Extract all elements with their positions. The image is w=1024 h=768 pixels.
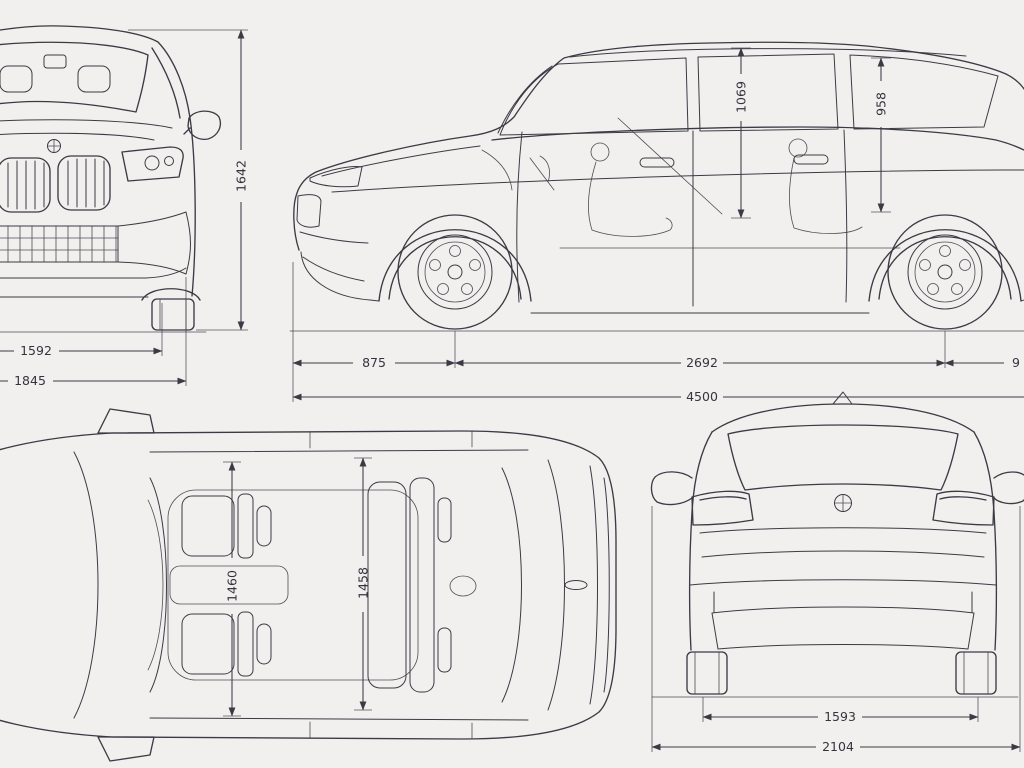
front-hood-lines [0,119,173,141]
side-view: 875 2692 9 4500 1069 958 [289,41,1024,404]
front-headrest-left [0,65,33,93]
front-extension-lines [128,29,248,386]
dim-overhang-rear-clipped: 9 [1012,355,1020,370]
rear-mirrors [650,471,1024,506]
rear-bench-plan [367,477,452,693]
headlight-right-lens-inner [164,156,174,166]
side-extension-lines [292,262,946,402]
antenna-fin-top [564,580,588,590]
dim-length: 4500 [686,389,718,404]
dim-headroom-front: 1069 [734,81,749,113]
side-beltline [491,126,1024,151]
door-handle-rear [793,154,829,165]
top-mirror-upper [97,408,155,434]
rear-wheel-left [686,651,728,695]
dim-interior-width-rear: 1458 [356,567,371,599]
dim-interior-width-front: 1460 [225,570,240,602]
door-handle-front [639,157,675,168]
top-mirror-lower [97,736,155,762]
rear-view: 1593 2104 [650,391,1024,754]
headlight-right-lens-outer [144,155,160,171]
front-bumper-sides [0,211,191,279]
front-seat-headrest [590,142,610,162]
side-character-line [331,169,1024,193]
side-door-seams [516,129,848,307]
headlight-right [121,146,184,182]
top-windshield-top [149,477,167,693]
front-windshield [0,41,149,113]
center-console [169,565,289,605]
front-view: 1642 1592 1845 [0,25,249,388]
interior-width-rear-ticks [354,457,372,711]
side-body-outline [293,41,1024,251]
side-wheelarches [378,229,1022,302]
top-rear-glass [501,459,565,711]
top-roof-rails [149,449,529,721]
top-body-outline [0,430,617,740]
rear-glass [727,424,959,491]
rear-seat-headrest [788,138,808,158]
rear-wheel-right [955,651,997,695]
dim-rear-width-mirrors: 2104 [822,739,854,754]
side-interior-details [481,117,901,249]
front-wheel-right-tread [159,298,187,331]
front-bumper-mesh-frame [0,225,119,263]
rear-taillights [691,490,995,526]
front-seats-plan [181,493,272,677]
side-rocker [300,251,1024,314]
rear-extension-lines [651,506,1021,752]
front-body-outline [0,25,196,297]
dim-wheelbase: 2692 [686,355,718,370]
dim-front-width: 1845 [14,373,46,388]
top-cowl-line [73,451,99,719]
front-wheel-right [151,298,195,331]
rear-roof [711,403,975,433]
kidney-grille-left [0,157,51,213]
side-windows [497,53,999,136]
antenna-fin-rear [832,391,853,405]
bmw-roundel-rear-cross [834,494,852,512]
dim-headroom-rear: 958 [874,92,889,116]
rear-tailgate-creases [699,527,987,558]
kidney-grille-bars [7,158,105,210]
top-view: 1460 1458 [0,408,617,762]
front-wheel [397,214,513,330]
kidney-grille-right [57,155,111,211]
front-bumper-mesh-grid [0,225,119,263]
top-door-seams [309,430,473,740]
dim-overhang-front: 875 [362,355,386,370]
door-mirror-right [183,110,222,141]
cabin-mirror [43,54,67,69]
bmw-roundel-cross [47,139,61,153]
dim-front-height: 1642 [234,160,249,192]
top-panoramic-roof [167,489,419,681]
top-dash-line [147,499,164,671]
rear-bumper [689,579,997,650]
side-front-details [296,145,481,282]
interior-width-front-ticks [223,461,241,717]
side-roofline-inner [569,48,967,58]
rear-wheel [887,214,1003,330]
trunk-detail [449,575,477,597]
dim-rear-track: 1593 [824,709,856,724]
front-wheelarch-right [141,288,201,301]
headroom-front-ticks [731,47,751,219]
rear-wheel-treads [694,651,989,695]
front-headrest-right [77,65,111,93]
headroom-rear-ticks [871,57,891,213]
dim-front-track: 1592 [20,343,52,358]
top-tailgate-lines [589,465,610,705]
